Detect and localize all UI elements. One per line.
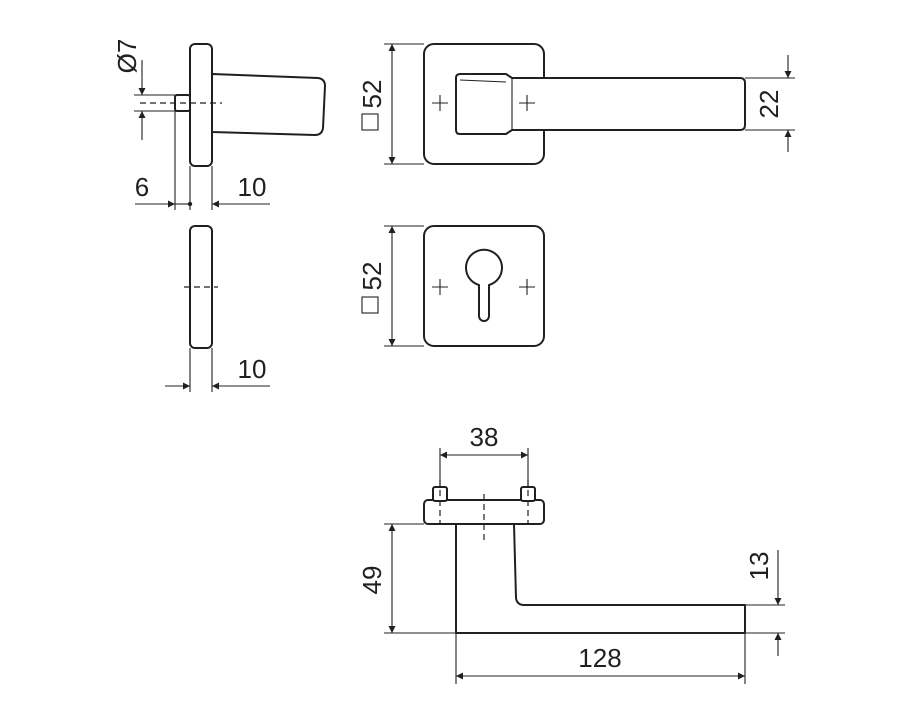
front-view-escutcheon: 52 <box>357 225 545 347</box>
fixing-spacing-label: 38 <box>470 422 499 452</box>
spindle-diameter-label: Ø7 <box>112 39 142 74</box>
rose-plate-top <box>423 499 545 525</box>
escutcheon-square-label: 52 <box>357 262 387 291</box>
side-view-lever: Ø7 6 10 <box>112 39 326 210</box>
lever-top-profile <box>455 523 746 634</box>
rose-square-label: 52 <box>357 80 387 109</box>
front-view-lever: 52 22 <box>357 43 795 165</box>
escutcheon-thickness-label: 10 <box>238 354 267 384</box>
lever-front <box>455 73 746 135</box>
keyhole-profile-cylinder <box>465 248 503 322</box>
rose-thickness-label: 10 <box>238 172 267 202</box>
square-symbol <box>361 296 379 314</box>
lever-inner-contour <box>459 79 507 83</box>
dimension-dot <box>187 201 193 207</box>
square-symbol <box>361 113 379 131</box>
lever-grip-profile <box>211 73 326 136</box>
rose-profile <box>189 43 213 167</box>
spindle-length-label: 6 <box>135 172 149 202</box>
lever-thickness-label: 13 <box>744 552 774 581</box>
screw-mark-right <box>519 279 535 295</box>
screw-mark-left <box>432 95 448 111</box>
lever-projection-label: 49 <box>357 566 387 595</box>
screw-mark-left <box>432 279 448 295</box>
lever-height-label: 22 <box>754 90 784 119</box>
side-view-escutcheon: 10 <box>165 225 270 392</box>
screw-mark-right <box>519 95 535 111</box>
top-view-lever: 38 49 128 13 <box>357 422 785 684</box>
lever-length-label: 128 <box>578 643 621 673</box>
